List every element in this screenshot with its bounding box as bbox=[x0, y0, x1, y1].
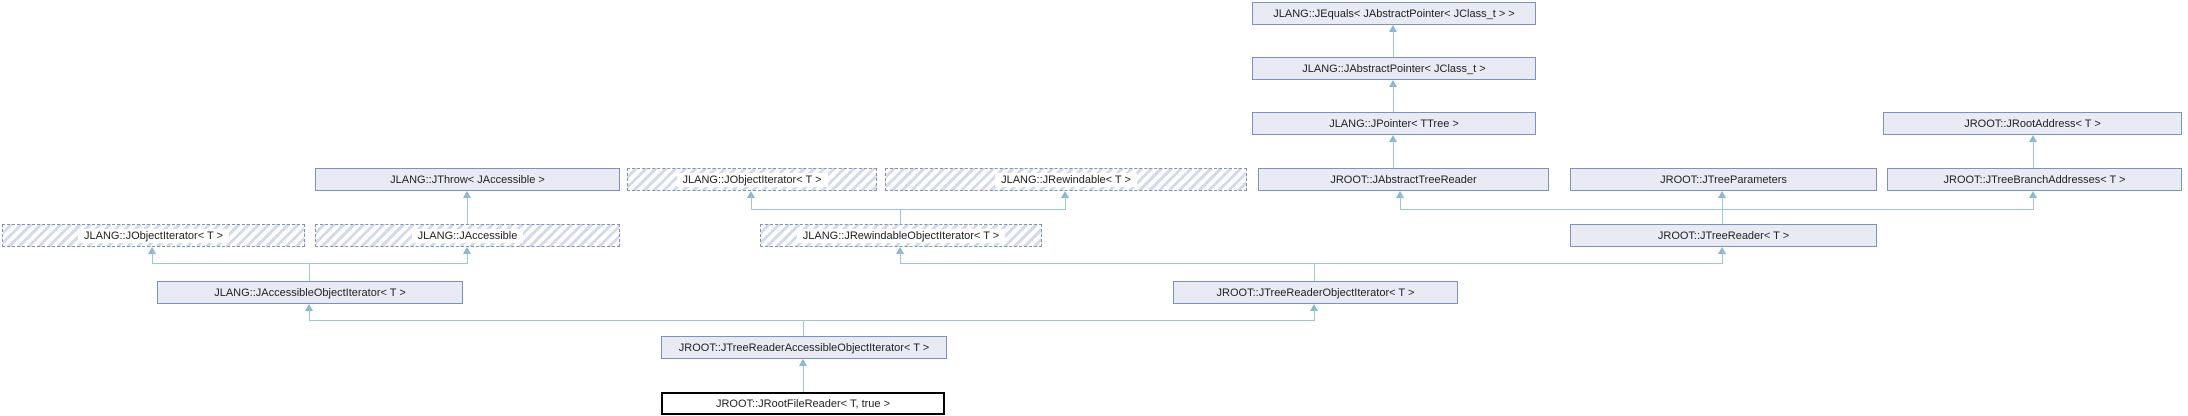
class-node-jthrow[interactable]: JLANG::JThrow< JAccessible > bbox=[315, 168, 620, 191]
inheritance-edge-segment bbox=[1393, 139, 1394, 168]
class-node-jobjectiterator-template: JLANG::JObjectIterator< T > bbox=[627, 168, 877, 191]
class-node-label: JLANG::JAbstractPointer< JClass_t > bbox=[1302, 62, 1486, 75]
class-node-label: JLANG::JObjectIterator< T > bbox=[78, 228, 229, 243]
inheritance-edge-segment bbox=[1314, 263, 1315, 281]
arrow-up-icon bbox=[1389, 135, 1397, 142]
inheritance-edge-segment bbox=[467, 251, 468, 263]
class-node-label: JLANG::JAccessible bbox=[411, 228, 524, 243]
inheritance-edge-segment bbox=[751, 195, 752, 209]
class-node-label: JLANG::JEquals< JAbstractPointer< JClass… bbox=[1273, 7, 1515, 20]
class-node-jrewindableobjectiterator-template: JLANG::JRewindableObjectIterator< T > bbox=[760, 224, 1042, 247]
arrow-up-icon bbox=[148, 247, 156, 254]
inheritance-edge-segment bbox=[900, 209, 901, 224]
class-node-jtreereaderaccessibleobjectiterator[interactable]: JROOT::JTreeReaderAccessibleObjectIterat… bbox=[661, 336, 947, 359]
arrow-up-icon bbox=[1396, 191, 1404, 198]
inheritance-edge-segment bbox=[803, 363, 804, 392]
class-node-jrootfilereader-current: JROOT::JRootFileReader< T, true > bbox=[661, 392, 945, 415]
inheritance-edge-segment bbox=[2033, 195, 2034, 209]
inheritance-edge-segment bbox=[751, 209, 1066, 210]
class-node-jabstractpointer[interactable]: JLANG::JAbstractPointer< JClass_t > bbox=[1252, 57, 1536, 80]
inheritance-edge-segment bbox=[309, 320, 1315, 321]
class-node-jrewindable-template: JLANG::JRewindable< T > bbox=[885, 168, 1247, 191]
arrow-up-icon bbox=[463, 191, 471, 198]
class-node-jtreebranchaddresses[interactable]: JROOT::JTreeBranchAddresses< T > bbox=[1887, 168, 2182, 191]
class-node-jpointer[interactable]: JLANG::JPointer< TTree > bbox=[1252, 112, 1536, 135]
arrow-up-icon bbox=[1389, 80, 1397, 87]
inheritance-edge-segment bbox=[1314, 308, 1315, 320]
class-node-label: JROOT::JTreeReaderObjectIterator< T > bbox=[1216, 286, 1415, 299]
arrow-up-icon bbox=[1061, 191, 1069, 198]
class-node-jequals[interactable]: JLANG::JEquals< JAbstractPointer< JClass… bbox=[1252, 2, 1536, 25]
arrow-up-icon bbox=[1718, 247, 1726, 254]
class-node-jaccessible-template: JLANG::JAccessible bbox=[315, 224, 620, 247]
arrow-up-icon bbox=[305, 304, 313, 311]
class-node-jtreereaderobjectiterator[interactable]: JROOT::JTreeReaderObjectIterator< T > bbox=[1173, 281, 1458, 304]
inheritance-edge-segment bbox=[1722, 251, 1723, 263]
class-node-label: JROOT::JTreeBranchAddresses< T > bbox=[1943, 173, 2126, 186]
arrow-up-icon bbox=[1310, 304, 1318, 311]
class-node-jabstracttreereader[interactable]: JROOT::JAbstractTreeReader bbox=[1258, 168, 1549, 191]
class-node-jrootaddress[interactable]: JROOT::JRootAddress< T > bbox=[1883, 112, 2182, 135]
arrow-up-icon bbox=[2029, 135, 2037, 142]
class-node-label: JROOT::JRootAddress< T > bbox=[1964, 117, 2101, 130]
inheritance-edge-segment bbox=[152, 263, 468, 264]
class-node-label: JLANG::JObjectIterator< T > bbox=[676, 172, 828, 187]
inheritance-edge-segment bbox=[467, 195, 468, 224]
inheritance-edge-segment bbox=[1393, 29, 1394, 57]
inheritance-edge-segment bbox=[900, 263, 1723, 264]
arrow-up-icon bbox=[463, 247, 471, 254]
arrow-up-icon bbox=[1718, 191, 1726, 198]
inheritance-edge-segment bbox=[152, 251, 153, 263]
arrow-up-icon bbox=[799, 359, 807, 366]
inheritance-edge-segment bbox=[900, 251, 901, 263]
class-node-label: JROOT::JTreeReader< T > bbox=[1657, 229, 1790, 242]
class-node-label: JROOT::JAbstractTreeReader bbox=[1330, 173, 1477, 186]
inheritance-edge-segment bbox=[1065, 195, 1066, 209]
inheritance-edge-segment bbox=[1400, 195, 1401, 209]
arrow-up-icon bbox=[747, 191, 755, 198]
class-node-jtreereader[interactable]: JROOT::JTreeReader< T > bbox=[1570, 224, 1877, 247]
inheritance-edge-segment bbox=[1393, 84, 1394, 112]
class-node-label: JLANG::JRewindable< T > bbox=[995, 172, 1137, 187]
class-node-jtreeparameters[interactable]: JROOT::JTreeParameters bbox=[1570, 168, 1877, 191]
inheritance-edge-segment bbox=[309, 263, 310, 281]
class-node-label: JROOT::JRootFileReader< T, true > bbox=[715, 397, 891, 410]
inheritance-edge-segment bbox=[2033, 139, 2034, 168]
class-node-label: JLANG::JAccessibleObjectIterator< T > bbox=[214, 286, 406, 299]
class-node-jobjectiterator-left-template: JLANG::JObjectIterator< T > bbox=[2, 224, 305, 247]
class-node-label: JLANG::JThrow< JAccessible > bbox=[390, 173, 545, 186]
arrow-up-icon bbox=[896, 247, 904, 254]
class-node-jaccessibleobjectiterator[interactable]: JLANG::JAccessibleObjectIterator< T > bbox=[157, 281, 463, 304]
class-node-label: JLANG::JRewindableObjectIterator< T > bbox=[796, 228, 1006, 243]
class-node-label: JLANG::JPointer< TTree > bbox=[1329, 117, 1459, 130]
class-node-label: JROOT::JTreeParameters bbox=[1660, 173, 1787, 186]
arrow-up-icon bbox=[2029, 191, 2037, 198]
class-node-label: JROOT::JTreeReaderAccessibleObjectIterat… bbox=[678, 341, 930, 354]
inheritance-edge-segment bbox=[803, 320, 804, 336]
arrow-up-icon bbox=[1389, 25, 1397, 32]
inheritance-edge-segment bbox=[1400, 209, 2034, 210]
inheritance-edge-segment bbox=[309, 308, 310, 320]
